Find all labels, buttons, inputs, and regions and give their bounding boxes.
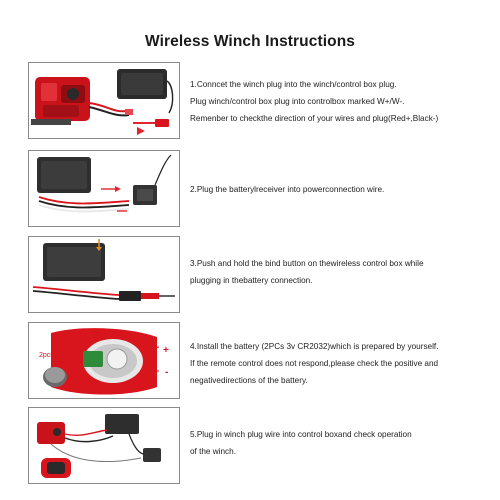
step-3-text: 3.Push and hold the bind button on thewi… [190, 255, 490, 289]
step-4-line-1: 4.Install the battery (2PCs 3v CR2032)wh… [190, 342, 439, 351]
full-system-illustration [29, 408, 179, 483]
step-3-line-1: 3.Push and hold the bind button on thewi… [190, 259, 424, 268]
step-4-line-3: negativedirections of the battery. [190, 376, 308, 385]
step-2-line-1: 2.Plug the batterylreceiver into powerco… [190, 185, 385, 194]
remote-battery-illustration: 2pcs + - [29, 323, 179, 398]
plus-label: + [163, 345, 169, 356]
page-title: Wireless Winch Instructions [145, 33, 355, 50]
step-1-line-1: 1.Conncet the winch plug into the winch/… [190, 80, 397, 89]
step-4-text: 4.Install the battery (2PCs 3v CR2032)wh… [190, 338, 490, 389]
step-3-line-2: plugging in thebattery connection. [190, 276, 313, 285]
step-5-text: 5.Plug in winch plug wire into control b… [190, 426, 490, 460]
step-5-photo [28, 407, 180, 484]
step-1-photo [28, 62, 180, 139]
battery-count-label: 2pcs [39, 352, 54, 359]
step-1-line-2: Plug winch/control box plug into control… [190, 97, 405, 106]
step-5-line-1: 5.Plug in winch plug wire into control b… [190, 430, 412, 439]
minus-label: - [165, 367, 168, 378]
step-4-photo: 2pcs + - [28, 322, 180, 399]
step-5-line-2: of the winch. [190, 447, 236, 456]
step-2-photo [28, 150, 180, 227]
winch-and-control-box-illustration [29, 63, 179, 138]
step-4-line-2: If the remote control does not respond,p… [190, 359, 439, 368]
bind-button-illustration [29, 237, 179, 312]
step-3-photo [28, 236, 180, 313]
step-1-line-3: Remenber to checkthe direction of your w… [190, 114, 439, 123]
step-2-text: 2.Plug the batterylreceiver into powerco… [190, 181, 490, 198]
battery-receiver-illustration [29, 151, 179, 226]
step-1-text: 1.Conncet the winch plug into the winch/… [190, 76, 490, 127]
